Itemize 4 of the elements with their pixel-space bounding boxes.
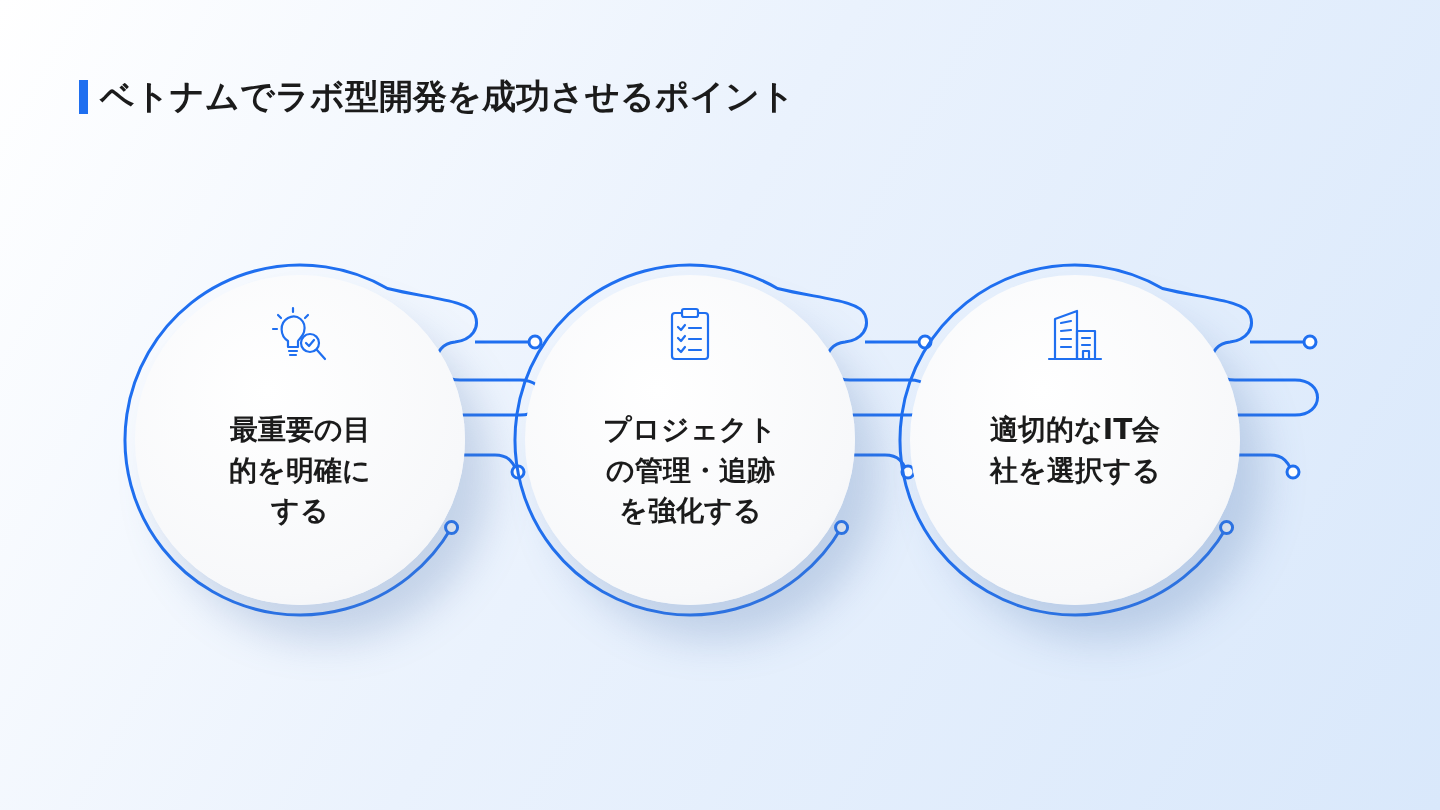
- step-label: 最重要の目的を明確にする: [228, 412, 372, 530]
- title: ベトナムでラボ型開発を成功させるポイント: [100, 75, 795, 118]
- step-label: 適切的なIT会社を選択する: [988, 412, 1162, 489]
- step-label: プロジェクトの管理・追跡を強化する: [602, 412, 778, 530]
